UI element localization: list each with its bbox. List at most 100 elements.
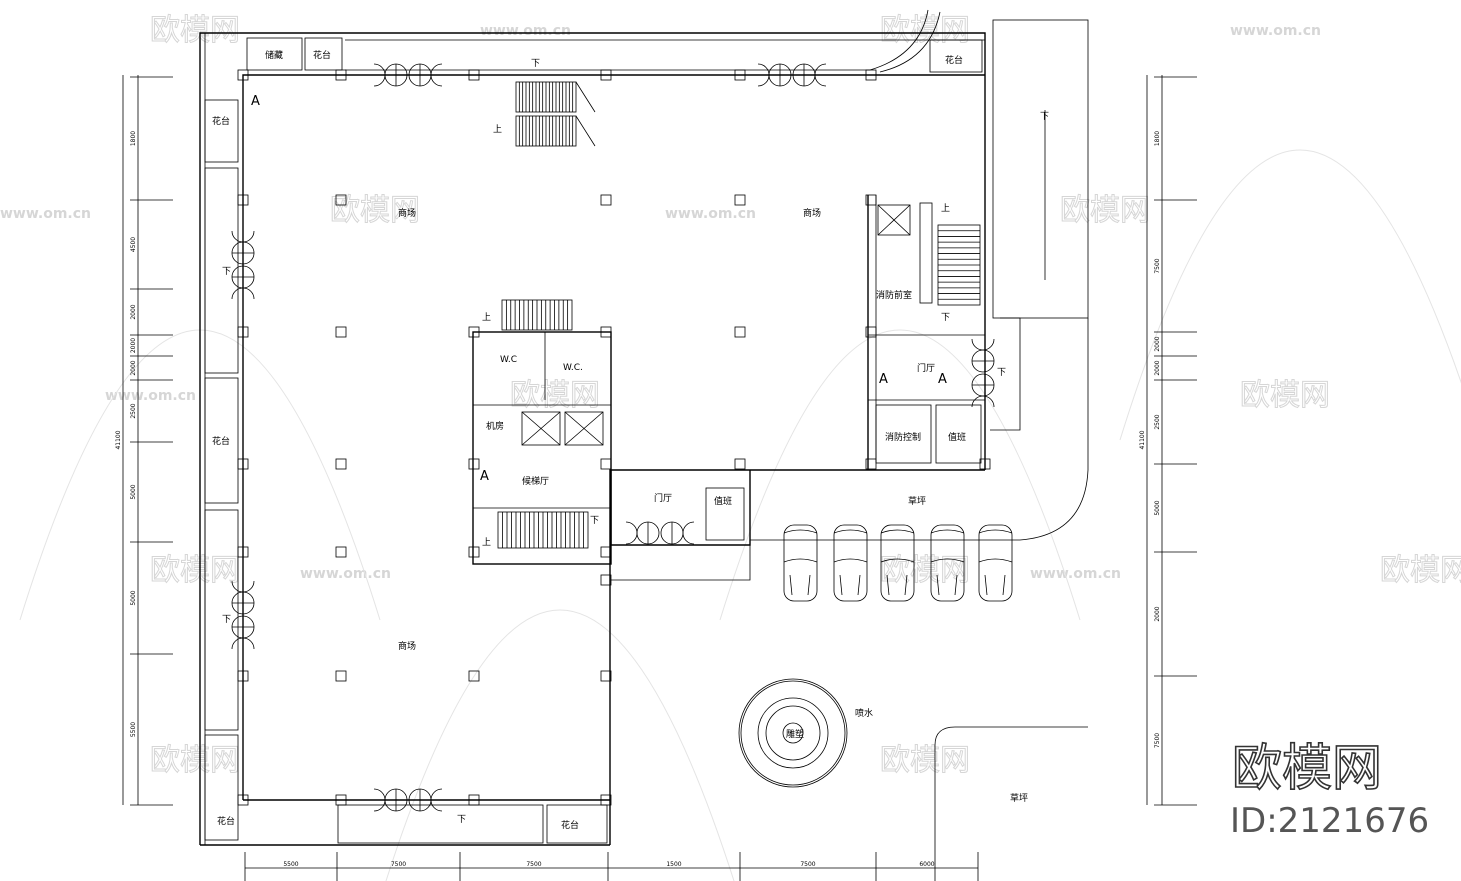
mark-down: 下 (457, 815, 466, 825)
label-planter: 花台 (561, 819, 579, 831)
column (600, 69, 612, 81)
staircase (497, 511, 589, 549)
watermark-url: www.om.cn (665, 206, 756, 222)
dimension-label: 2000 (130, 304, 137, 319)
watermark-arc (719, 329, 1081, 621)
column (335, 69, 347, 81)
column (468, 326, 480, 338)
column (237, 194, 249, 206)
column (468, 458, 480, 470)
label-lawn: 草坪 (908, 495, 926, 507)
mark-up: 上 (482, 537, 491, 548)
column (335, 194, 347, 206)
column (734, 326, 746, 338)
column (600, 794, 612, 806)
column (237, 670, 249, 682)
label-lawn: 草坪 (1010, 792, 1028, 804)
watermark-url: www.om.cn (480, 23, 571, 39)
watermark-logo-faint: 欧模网 (330, 193, 420, 228)
dimension-label: 5000 (130, 484, 137, 499)
dimension-label: 1800 (1154, 131, 1161, 146)
revolving-door (757, 63, 827, 87)
dimension-label: 6000 (919, 861, 934, 868)
parking-cars (783, 524, 1013, 602)
column (237, 794, 249, 806)
column (335, 546, 347, 558)
dimension-label: 2000 (1154, 336, 1161, 351)
column (468, 546, 480, 558)
dimension-label: 1800 (130, 131, 137, 146)
dimension-label: 5000 (130, 590, 137, 605)
label-fire-lobby: 消防前室 (876, 289, 912, 301)
watermark-arc (385, 609, 735, 881)
dimension-total: 41100 (1139, 430, 1146, 449)
column (865, 194, 877, 206)
dimension-label: 7500 (1154, 258, 1161, 273)
dimension-label: 2500 (1154, 414, 1161, 429)
revolving-door (625, 521, 695, 545)
fountain-sculpture (738, 678, 848, 788)
axis-mark-a: A (480, 469, 489, 484)
axis-mark-a: A (251, 94, 260, 109)
watermark-logo: 欧模网 (1232, 739, 1382, 797)
column (468, 794, 480, 806)
revolving-door (231, 230, 255, 300)
car (930, 524, 965, 602)
label-hall: 门厅 (917, 362, 935, 374)
mark-down: 下 (941, 313, 950, 323)
watermark-url: www.om.cn (105, 388, 196, 404)
dimension-label: 5000 (1154, 500, 1161, 515)
column (600, 458, 612, 470)
label-fire-control: 消防控制 (885, 431, 921, 443)
label-planter: 花台 (212, 435, 230, 447)
column (865, 458, 877, 470)
axis-mark-a: A (938, 372, 947, 387)
dimension-label: 7500 (526, 861, 541, 868)
mark-down: 下 (997, 368, 1006, 378)
column (600, 574, 612, 586)
dimension-label: 2500 (130, 403, 137, 418)
revolving-door (971, 338, 995, 408)
mark-down: 下 (1040, 112, 1049, 122)
staircase (515, 81, 577, 113)
column (600, 326, 612, 338)
mark-up: 上 (493, 124, 502, 135)
dimension-label: 7500 (1154, 733, 1161, 748)
watermark-logo-faint: 欧模网 (150, 13, 240, 48)
column (865, 69, 877, 81)
column (335, 458, 347, 470)
staircase (937, 224, 981, 306)
watermark-logo-faint: 欧模网 (150, 553, 240, 588)
label-duty: 值班 (714, 495, 732, 507)
watermark-logo-faint: 欧模网 (880, 553, 970, 588)
mark-down: 下 (222, 615, 231, 625)
label-elevator-lobby: 候梯厅 (522, 475, 549, 487)
watermark-url: www.om.cn (1230, 23, 1321, 39)
dimension-label: 2000 (1154, 360, 1161, 375)
label-hall: 门厅 (654, 492, 672, 504)
columns (237, 69, 991, 806)
column (335, 794, 347, 806)
label-mall: 商场 (398, 207, 416, 219)
watermark-url: www.om.cn (0, 206, 91, 222)
column (237, 458, 249, 470)
staircase (501, 299, 573, 331)
column (468, 670, 480, 682)
column (600, 194, 612, 206)
label-duty: 值班 (948, 431, 966, 443)
label-mall: 商场 (803, 207, 821, 219)
label-fountain: 喷水 (855, 707, 873, 719)
escalator-edge (575, 81, 596, 147)
watermark-arc (1119, 149, 1461, 441)
dimension-label: 1500 (666, 861, 681, 868)
column (734, 69, 746, 81)
mark-down: 下 (222, 267, 231, 277)
label-wc: W.C. (563, 363, 583, 373)
watermark-logo-faint: 欧模网 (1060, 193, 1150, 228)
mark-down: 下 (531, 59, 540, 69)
label-planter: 花台 (313, 49, 331, 61)
car (833, 524, 868, 602)
staircase (515, 115, 577, 147)
